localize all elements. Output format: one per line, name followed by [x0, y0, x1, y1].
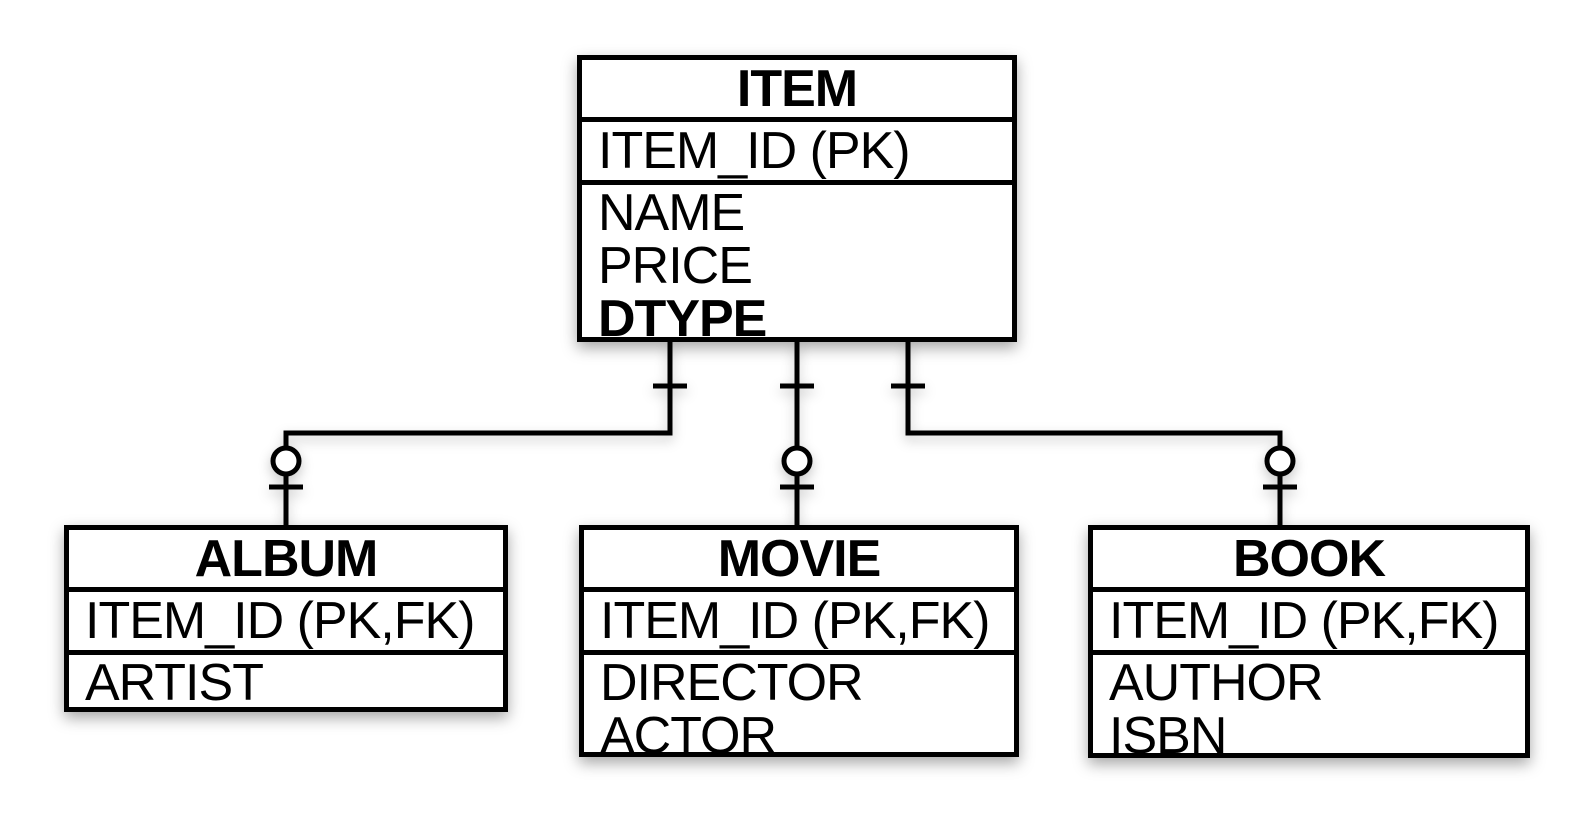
- entity-album-title: ALBUM: [69, 530, 503, 592]
- relationship-line-item-album: [283, 342, 673, 525]
- entity-item: ITEM ITEM_ID (PK) NAME PRICE DTYPE: [577, 55, 1017, 342]
- attribute-row: ISBN: [1109, 707, 1227, 754]
- entity-item-attributes: NAME PRICE DTYPE: [582, 185, 1012, 338]
- entity-book: BOOK ITEM_ID (PK,FK) AUTHOR ISBN: [1088, 525, 1530, 758]
- entity-book-key-row: ITEM_ID (PK,FK): [1093, 592, 1525, 655]
- entity-album-key-row: ITEM_ID (PK,FK): [69, 592, 503, 655]
- entity-item-key-row: ITEM_ID (PK): [582, 122, 1012, 185]
- attribute-row: NAME: [598, 185, 745, 242]
- attribute-row: PRICE: [598, 237, 753, 295]
- attribute-row: DIRECTOR: [600, 655, 864, 712]
- cardinality-zero-circle-book-icon: [1264, 445, 1296, 477]
- entity-book-title: BOOK: [1093, 530, 1525, 592]
- entity-movie: MOVIE ITEM_ID (PK,FK) DIRECTOR ACTOR: [579, 525, 1019, 757]
- entity-album-attributes: ARTIST: [69, 655, 503, 708]
- attribute-row: ACTOR: [600, 707, 777, 753]
- cardinality-zero-circle-movie-icon: [781, 445, 813, 477]
- cardinality-zero-circle-album-icon: [270, 445, 302, 477]
- relationship-line-item-book: [905, 342, 1283, 525]
- attribute-row-discriminator: DTYPE: [598, 290, 767, 338]
- entity-movie-attributes: DIRECTOR ACTOR: [584, 655, 1014, 753]
- entity-book-attributes: AUTHOR ISBN: [1093, 655, 1525, 754]
- entity-item-title: ITEM: [582, 60, 1012, 122]
- entity-movie-key-row: ITEM_ID (PK,FK): [584, 592, 1014, 655]
- attribute-row: ARTIST: [85, 655, 264, 708]
- attribute-row: AUTHOR: [1109, 655, 1324, 712]
- entity-album: ALBUM ITEM_ID (PK,FK) ARTIST: [64, 525, 508, 712]
- entity-movie-title: MOVIE: [584, 530, 1014, 592]
